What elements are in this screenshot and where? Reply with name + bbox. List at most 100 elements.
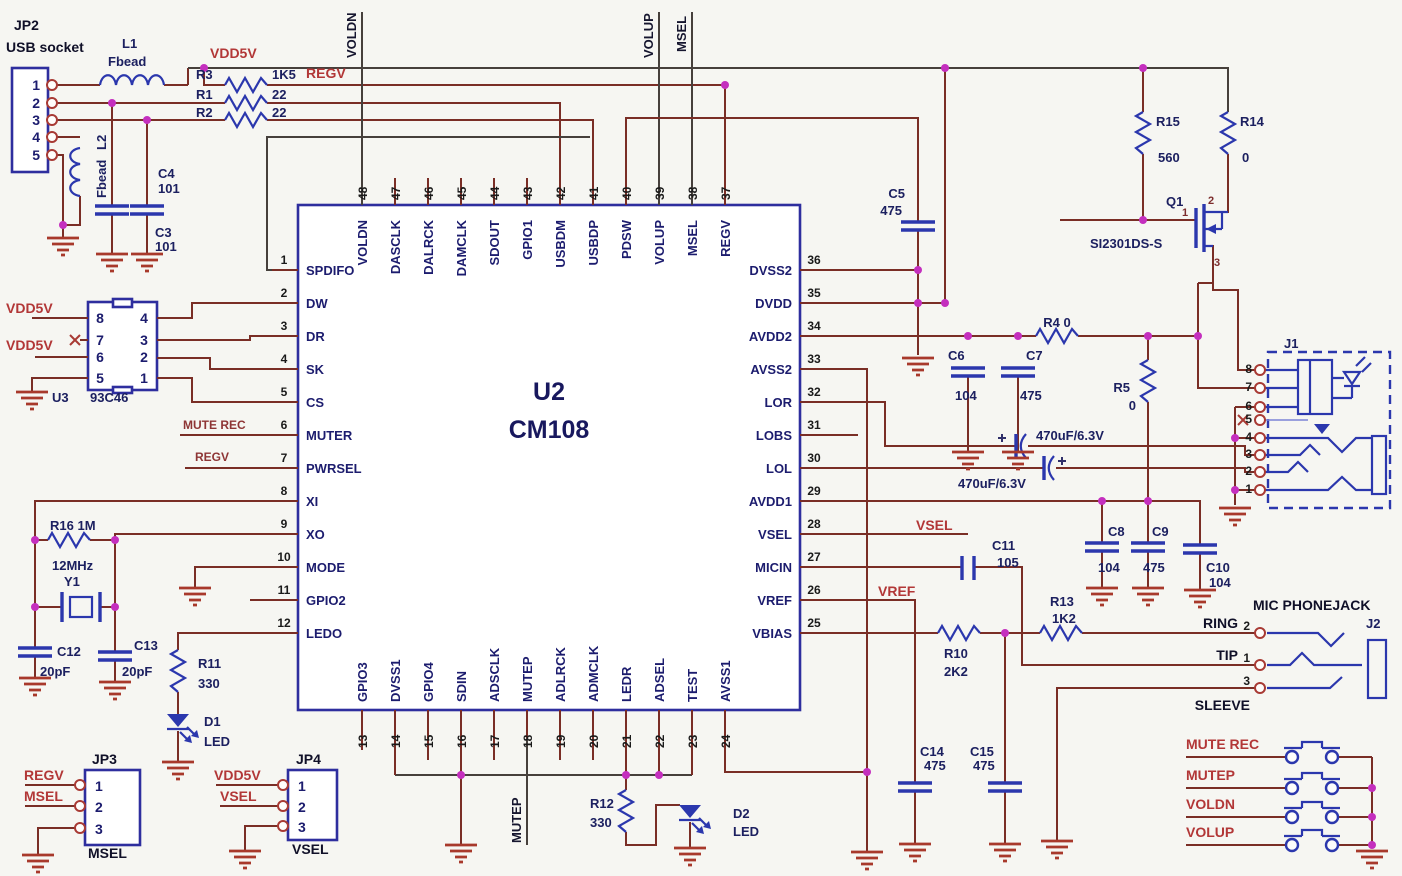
jp2-ref: JP2 (14, 17, 39, 33)
u3-pin: 6 (96, 349, 104, 365)
pin-number: 22 (653, 734, 667, 748)
led-d2 (677, 803, 713, 836)
c6-ref: C6 (948, 348, 965, 363)
j1-pin: 6 (1245, 399, 1252, 413)
resistor-r14 (1219, 110, 1237, 156)
jp4-pin: 2 (298, 799, 306, 815)
pin-number: 33 (807, 352, 821, 366)
pin-name: MUTER (306, 428, 353, 443)
net-regv: REGV (195, 450, 229, 464)
j1-pin: 5 (1245, 412, 1252, 426)
pin-name: GPIO4 (421, 661, 436, 702)
pin-name: USBDP (586, 220, 601, 266)
pin-number: 44 (488, 186, 502, 200)
c15-ref: C15 (970, 744, 994, 759)
q1-ref: Q1 (1166, 194, 1183, 209)
pin-number: 13 (356, 734, 370, 748)
pin-name: USBDM (553, 220, 568, 268)
net-mutep-vertical: MUTEP (509, 797, 524, 843)
u3-pin: 7 (96, 332, 104, 348)
pin-number: 11 (278, 583, 291, 597)
c3-ref: C3 (155, 225, 172, 240)
pin-name: SK (306, 362, 325, 377)
pin-name: DVSS1 (388, 659, 403, 702)
pin-number: 47 (389, 186, 403, 200)
pin-number: 26 (807, 583, 821, 597)
d1-ref: D1 (204, 714, 221, 729)
pin-number: 38 (686, 186, 700, 200)
pin-name: VREF (757, 593, 792, 608)
l1-ref: L1 (122, 36, 137, 51)
j2-title: MIC PHONEJACK (1253, 597, 1370, 613)
inductor-l1 (98, 74, 166, 87)
pin-number: 21 (620, 734, 634, 748)
c4-value: 101 (158, 181, 180, 196)
pin-number: 43 (521, 186, 535, 200)
pin-name: AVSS2 (750, 362, 792, 377)
j2-ref: J2 (1366, 616, 1380, 631)
pin-number: 40 (620, 186, 634, 200)
pin-number: 19 (554, 734, 568, 748)
resistor-r11 (169, 648, 187, 694)
r12-value: 330 (590, 815, 612, 830)
pin-name: DR (306, 329, 325, 344)
jp2-pin: 2 (32, 95, 40, 111)
r13-ref: R13 (1050, 594, 1074, 609)
c13-value: 20pF (122, 664, 152, 679)
c14-value: 475 (924, 758, 946, 773)
resistor-r10 (936, 624, 982, 642)
d2-ref: D2 (733, 806, 750, 821)
pin-number: 4 (281, 352, 288, 366)
cap-470uf-label: 470uF/6.3V (1036, 428, 1104, 443)
net-msel: MSEL (24, 788, 63, 804)
c11-ref: C11 (992, 538, 1015, 553)
pin-number: 24 (719, 734, 733, 748)
pin-name: AVDD1 (749, 494, 792, 509)
l1-value: Fbead (108, 54, 146, 69)
chip-u2-body (296, 203, 802, 712)
pin-number: 34 (807, 319, 821, 333)
jp4-body (286, 768, 339, 842)
j2-sleeve: SLEEVE (1195, 697, 1250, 713)
pin-name: LOR (765, 395, 793, 410)
net-vdd5v: VDD5V (214, 767, 261, 783)
j1-ref: J1 (1284, 336, 1298, 351)
r1-ref: R1 (196, 87, 213, 102)
pin-name: MSEL (685, 220, 700, 256)
d1-type: LED (204, 734, 230, 749)
pin-number: 39 (653, 186, 667, 200)
r3-value: 1K5 (272, 67, 296, 82)
net-regv: REGV (306, 65, 346, 81)
y1-freq: 12MHz (52, 558, 94, 573)
pin-name: DASCLK (388, 219, 403, 274)
c5-ref: C5 (888, 186, 905, 201)
pin-name: PDSW (619, 219, 634, 259)
pin-name: VOLUP (652, 220, 667, 265)
c12-ref: C12 (57, 644, 81, 659)
r10-ref: R10 (944, 646, 968, 661)
net-vsel: VSEL (220, 788, 257, 804)
pin-name: SPDIFO (306, 263, 354, 278)
c11-value: 105 (997, 555, 1019, 570)
jp2-pin: 3 (32, 112, 40, 128)
r1-value: 22 (272, 87, 286, 102)
pin-number: 10 (277, 550, 291, 564)
pin-number: 8 (281, 484, 288, 498)
pin-number: 6 (281, 418, 288, 432)
usb-socket-body (10, 66, 50, 174)
pin-name: TEST (685, 669, 700, 702)
jp4-label: VSEL (292, 841, 329, 857)
pin-number: 9 (281, 517, 288, 531)
pin-number: 7 (281, 451, 288, 465)
pin-name: ADLRCK (553, 647, 568, 702)
pin-number: 45 (455, 186, 469, 200)
pin-name: AVSS1 (718, 660, 733, 702)
pin-name: ADSEL (652, 658, 667, 702)
pin-number: 5 (281, 385, 288, 399)
c13-ref: C13 (134, 638, 158, 653)
eeprom-u3-body (86, 297, 159, 395)
r16-label: R16 1M (50, 518, 96, 533)
net-regv: REGV (24, 767, 64, 783)
pin-number: 35 (807, 286, 821, 300)
